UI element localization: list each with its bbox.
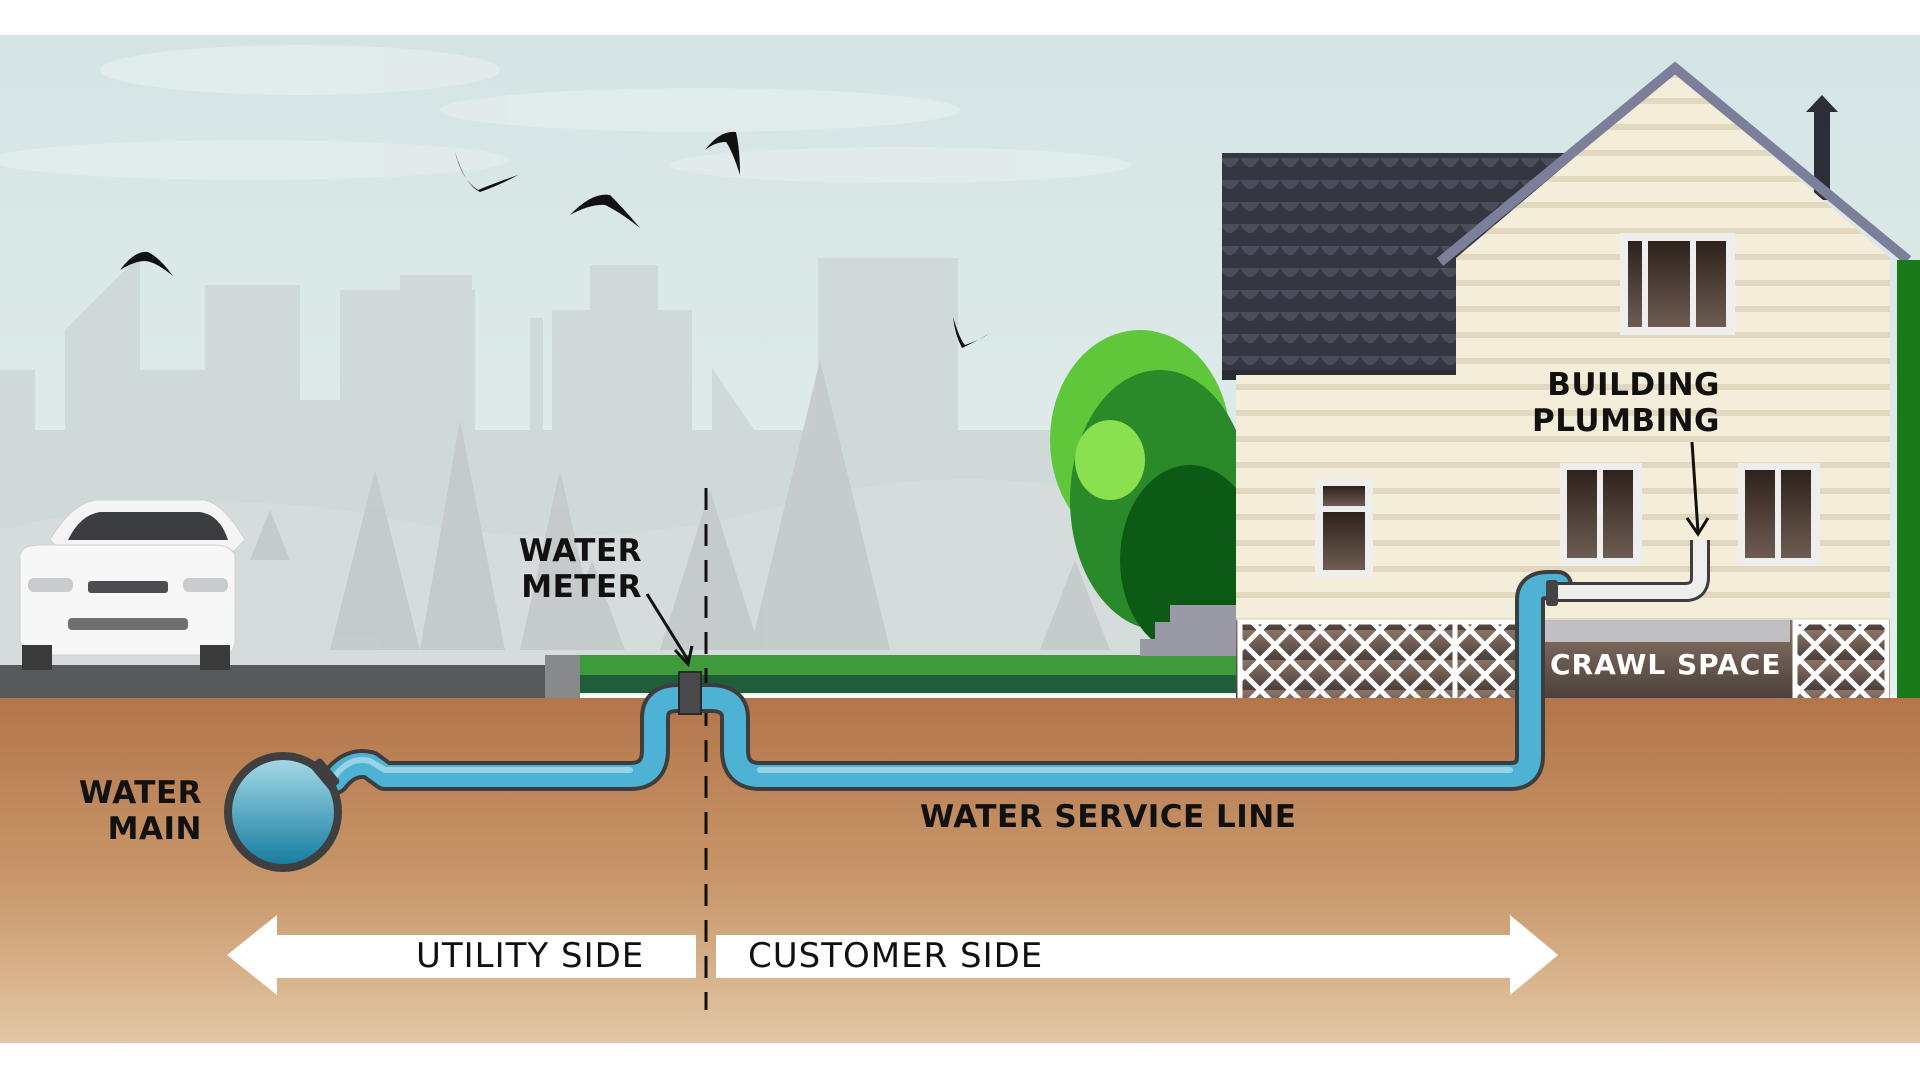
clouds [0,45,1130,183]
bird-icon [120,251,173,276]
soil [0,698,1920,1043]
water-meter-label-line1: WATER [518,533,642,569]
crawl-space-label: CRAWL SPACE [1550,648,1782,681]
house [1222,61,1912,723]
right-shrub [1897,260,1920,700]
window [1315,478,1373,578]
property-side-arrow [227,915,1558,995]
water-meter-label-line2: METER [521,568,642,605]
chimney [1814,110,1830,200]
building-plumbing-pipe [1546,540,1710,606]
pipe-coupling [1546,580,1558,606]
bush [1050,330,1260,655]
building-plumbing-label: BUILDING PLUMBING [1480,367,1720,439]
utility-side-arrow [227,915,696,995]
customer-side-label: CUSTOMER SIDE [748,936,1044,976]
window [1738,463,1820,566]
arrowhead-icon [673,645,694,668]
birds [120,131,990,348]
window [1620,233,1735,335]
lattice-panel [1792,619,1890,705]
background-trees [250,360,1110,650]
bird-icon [455,152,518,192]
lattice-panel [1237,619,1458,705]
lawn [580,655,1240,693]
steps [1140,605,1240,656]
road-surface [0,665,560,700]
car [19,499,246,670]
window [1560,463,1642,566]
utility-side-label: UTILITY SIDE [416,936,645,976]
customer-side-arrow [716,915,1558,995]
callout-arrows [645,441,1710,668]
building-plumbing-label-line2: PLUMBING [1532,402,1720,439]
water-main [224,752,342,872]
bird-icon [570,194,640,228]
arrowhead-icon [1685,517,1710,537]
curb [545,655,580,700]
water-meter [678,671,702,715]
roof-trim [1436,61,1912,266]
water-service-line [320,570,1573,795]
water-meter-pointer [645,593,690,661]
water-meter-label: WATER METER [480,533,642,605]
water-main-label: WATER MAIN [40,775,202,847]
water-main-label-line2: MAIN [107,810,202,847]
top-margin [0,0,1920,35]
bottom-margin [0,1043,1920,1080]
hills [0,479,1200,680]
lattice-panel [1452,619,1528,705]
bird-icon [705,131,740,175]
water-main-label-line1: WATER [78,775,202,811]
building-plumbing-label-line1: BUILDING [1547,367,1720,403]
building-plumbing-pointer [1690,441,1700,533]
water-service-line-label: WATER SERVICE LINE [920,799,1297,835]
